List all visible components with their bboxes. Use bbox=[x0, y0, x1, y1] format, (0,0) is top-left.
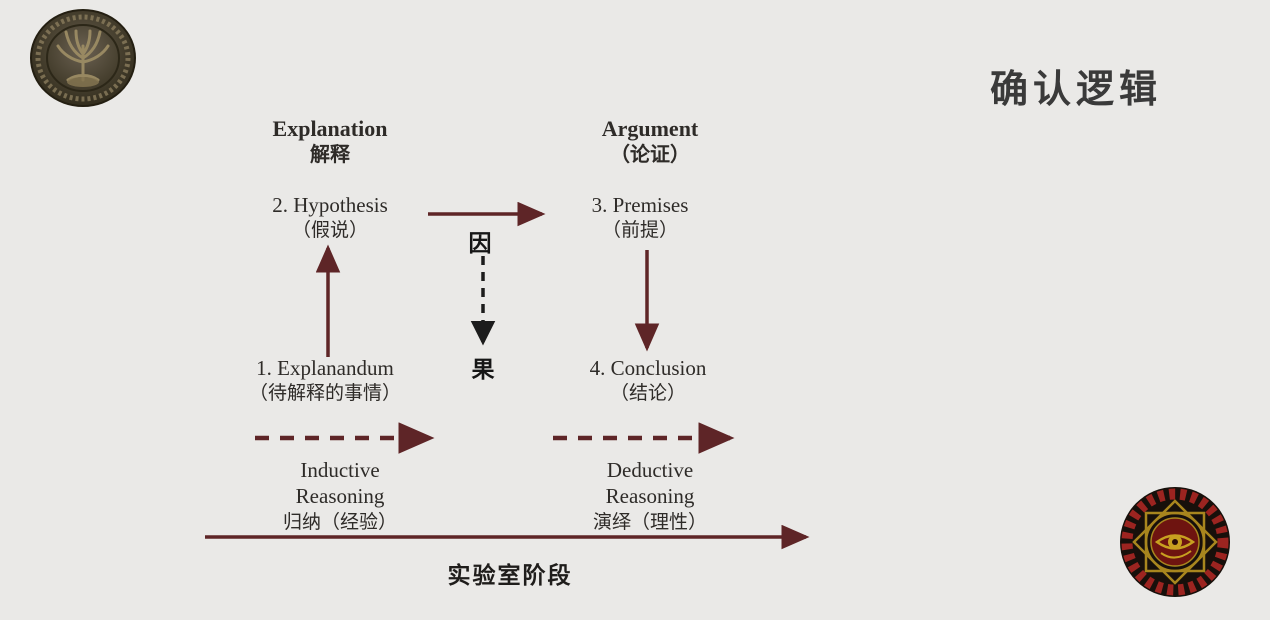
node-hypothesis-zh: （假说） bbox=[291, 220, 368, 241]
cause-label: 因 bbox=[468, 231, 492, 256]
node-hypothesis-en: 2. Hypothesis bbox=[272, 193, 388, 217]
laboratory-stage-label: 实验室阶段 bbox=[447, 563, 573, 588]
node-premises-en: 3. Premises bbox=[591, 193, 689, 217]
heading-explanation-zh: 解释 bbox=[310, 144, 350, 166]
inductive-line1: Inductive bbox=[300, 458, 380, 482]
heading-argument-en: Argument bbox=[601, 116, 699, 141]
heading-argument: Argument （论证） bbox=[550, 116, 750, 168]
node-premises: 3. Premises （前提） bbox=[540, 192, 740, 243]
deductive-line2: Reasoning bbox=[605, 484, 695, 508]
heading-explanation-en: Explanation bbox=[272, 116, 388, 141]
page-title: 确认逻辑 bbox=[990, 69, 1163, 111]
heading-argument-zh: （论证） bbox=[610, 144, 690, 166]
red-star-eye-seal-icon bbox=[1120, 487, 1230, 597]
node-premises-zh: （前提） bbox=[601, 220, 678, 241]
node-conclusion-en: 4. Conclusion bbox=[589, 356, 707, 380]
label-inductive-reasoning: Inductive Reasoning 归纳（经验） bbox=[240, 457, 440, 536]
node-conclusion: 4. Conclusion （结论） bbox=[538, 355, 758, 406]
inductive-zh: 归纳（经验） bbox=[282, 512, 397, 533]
label-deductive-reasoning: Deductive Reasoning 演绎（理性） bbox=[550, 457, 750, 536]
deductive-line1: Deductive bbox=[606, 458, 694, 482]
node-explanandum-en: 1. Explanandum bbox=[256, 356, 394, 380]
bronze-tree-seal-icon bbox=[30, 9, 136, 107]
effect-label: 果 bbox=[471, 357, 495, 382]
heading-explanation: Explanation 解释 bbox=[230, 116, 430, 168]
deductive-zh: 演绎（理性） bbox=[592, 512, 707, 533]
node-explanandum: 1. Explanandum （待解释的事情） bbox=[215, 355, 435, 406]
node-conclusion-zh: （结论） bbox=[609, 383, 686, 404]
inductive-line2: Reasoning bbox=[295, 484, 385, 508]
node-explanandum-zh: （待解释的事情） bbox=[248, 383, 401, 404]
node-hypothesis: 2. Hypothesis （假说） bbox=[230, 192, 430, 243]
